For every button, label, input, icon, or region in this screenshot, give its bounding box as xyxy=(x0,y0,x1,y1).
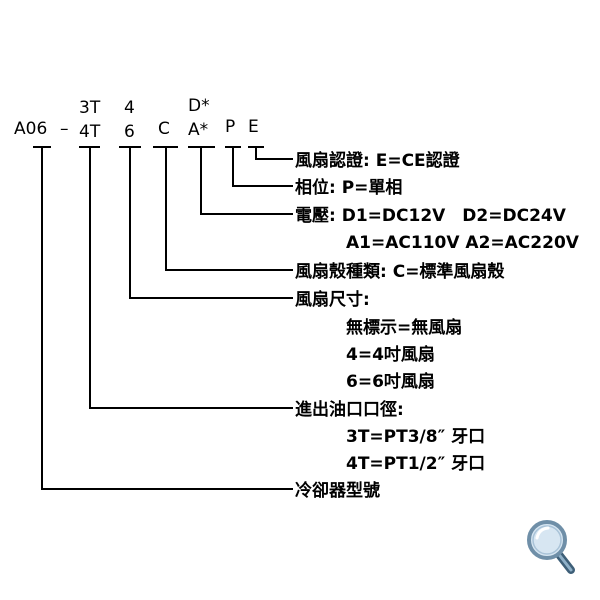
code-fan-bottom: 6 xyxy=(124,122,135,142)
label-fan-title: 風扇尺寸: xyxy=(295,289,370,310)
label-case: 風扇殼種類: C=標準風扇殼 xyxy=(295,261,505,282)
label-port-2: 4T=PT1/2″ 牙口 xyxy=(346,454,485,474)
code-case: C xyxy=(158,119,170,139)
label-fan-1: 無標示=無風扇 xyxy=(346,317,462,338)
magnifier-icon[interactable] xyxy=(527,520,575,574)
code-dash: – xyxy=(60,119,69,139)
label-voltage-2: A1=AC110V A2=AC220V xyxy=(346,233,580,253)
code-voltage-bottom: A* xyxy=(188,120,208,140)
label-cert: 風扇認證: E=CE認證 xyxy=(295,150,461,171)
code-fan-top: 4 xyxy=(124,98,135,118)
code-size-bottom: 4T xyxy=(79,122,101,142)
code-cert: E xyxy=(248,117,259,137)
leader-case xyxy=(165,147,293,271)
label-voltage-1: 電壓: D1=DC12V D2=DC24V xyxy=(295,206,567,226)
label-port-title: 進出油口口徑: xyxy=(295,399,404,420)
leader-voltage xyxy=(200,147,293,215)
leader-phase xyxy=(232,147,293,187)
label-model: 冷卻器型號 xyxy=(295,480,380,501)
label-port-1: 3T=PT3/8″ 牙口 xyxy=(346,427,485,447)
code-prefix: A06 xyxy=(14,119,47,139)
leader-model xyxy=(41,147,293,490)
label-fan-3: 6=6吋風扇 xyxy=(346,371,435,392)
leader-fan xyxy=(129,147,293,299)
label-phase: 相位: P=單相 xyxy=(295,177,402,198)
code-voltage-top: D* xyxy=(188,96,210,116)
label-fan-2: 4=4吋風扇 xyxy=(346,344,435,365)
code-phase: P xyxy=(225,117,235,137)
leader-cert xyxy=(255,147,293,160)
code-size-top: 3T xyxy=(79,98,101,118)
leader-port xyxy=(89,147,293,409)
